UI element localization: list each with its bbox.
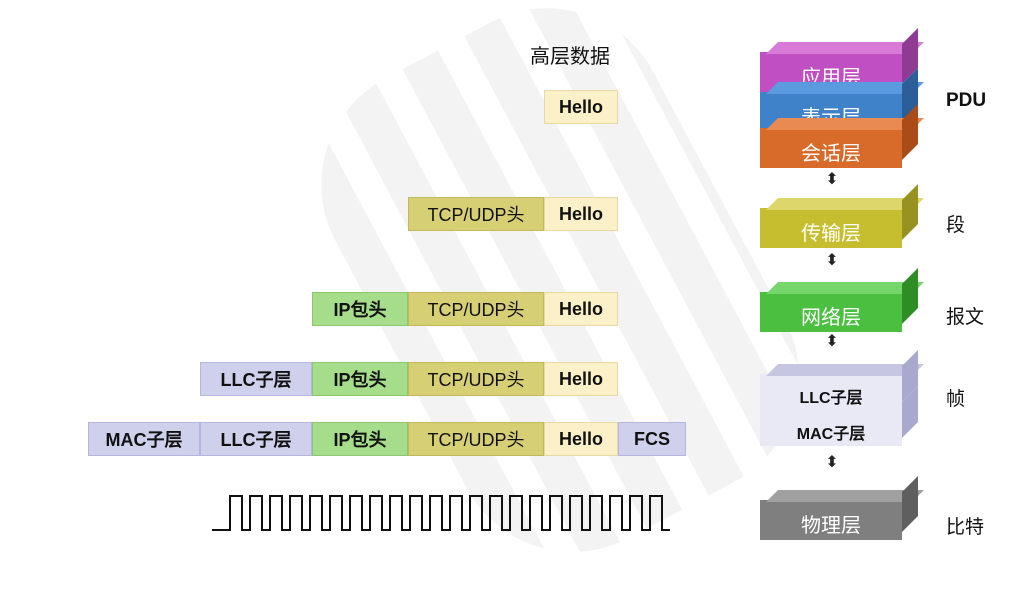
pdu-segment-label: 段: [946, 215, 966, 236]
row1-hello: Hello: [544, 90, 618, 124]
row4-ip-header: IP包头: [312, 362, 408, 396]
pdu-frame-label: 帧: [946, 389, 966, 410]
row5-ip-header: IP包头: [312, 422, 408, 456]
pdu-packet-label: 报文: [946, 307, 985, 328]
layer-physical: 物理层: [760, 476, 924, 540]
row4-hello: Hello: [544, 362, 618, 396]
row2-hello: Hello: [544, 197, 618, 231]
layer-transport: 传输层: [760, 184, 924, 248]
row5-tcp-header: TCP/UDP头: [408, 422, 544, 456]
layer-network: 网络层: [760, 268, 924, 332]
row3-tcp-header: TCP/UDP头: [408, 292, 544, 326]
pdu-header-label: PDU: [946, 90, 987, 111]
layer-session-label: 会话层: [801, 143, 861, 165]
row5-mac: MAC子层: [88, 422, 200, 456]
row2-tcp-header: TCP/UDP头: [408, 197, 544, 231]
row4-llc: LLC子层: [200, 362, 312, 396]
row5-fcs: FCS: [618, 422, 686, 456]
upper-layer-data-title: 高层数据: [530, 46, 610, 68]
bitstream-square-wave: [212, 495, 670, 531]
layer-transport-label: 传输层: [801, 223, 861, 245]
arrow-session-transport: ⬍: [825, 171, 839, 188]
pdu-bit-label: 比特: [946, 517, 985, 538]
arrow-transport-network: ⬍: [825, 252, 839, 269]
arrow-datalink-physical: ⬍: [825, 454, 839, 471]
row3-ip-header: IP包头: [312, 292, 408, 326]
layer-physical-label: 物理层: [801, 515, 861, 537]
arrow-network-datalink: ⬍: [825, 333, 839, 350]
layer-session: 会话层: [760, 104, 924, 168]
row5-hello: Hello: [544, 422, 618, 456]
row4-tcp-header: TCP/UDP头: [408, 362, 544, 396]
row5-llc: LLC子层: [200, 422, 312, 456]
layer-network-label: 网络层: [801, 307, 861, 329]
layer-mac-label: MAC子层: [796, 426, 866, 443]
layer-llc-label: LLC子层: [799, 390, 863, 407]
layer-mac: MAC子层: [760, 386, 918, 446]
row3-hello: Hello: [544, 292, 618, 326]
layer-llc: LLC子层: [760, 350, 924, 410]
